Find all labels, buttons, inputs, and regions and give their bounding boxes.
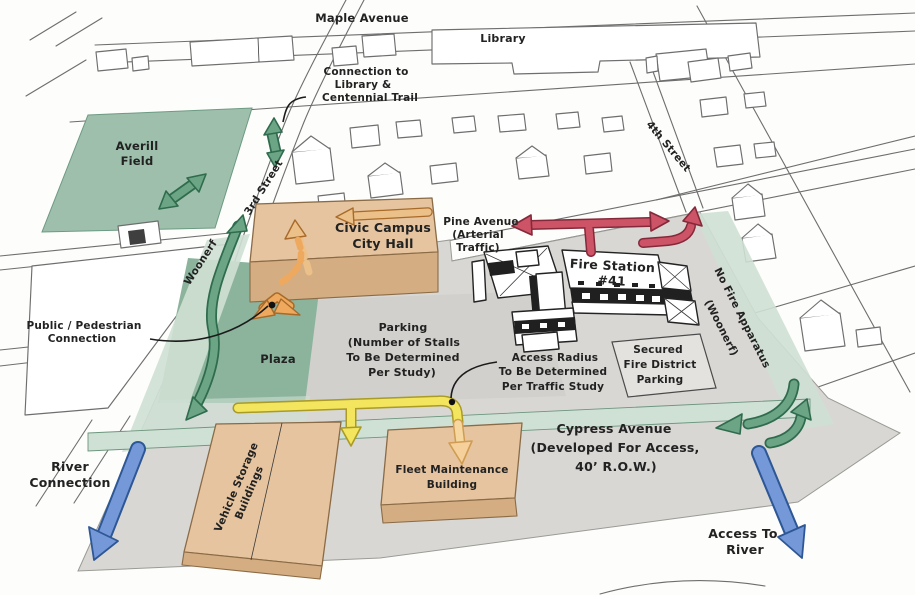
river-connection-arrow [88, 441, 146, 561]
svg-text:Connection: Connection [29, 475, 110, 490]
pedestrian-connection-arrow [251, 292, 301, 320]
svg-text:Per Study): Per Study) [368, 366, 436, 379]
svg-text:Connection: Connection [48, 333, 117, 345]
fire-apparatus-arrows [511, 206, 703, 257]
label-river-connection: River Connection [29, 459, 110, 490]
woonerf-north-turn-arrow [764, 398, 812, 449]
fleet-maintenance-building [380, 422, 523, 524]
svg-text:#41: #41 [597, 272, 626, 288]
parking-lot-area [246, 291, 566, 406]
averill-field-arrow [158, 173, 207, 210]
svg-text:Building: Building [427, 479, 477, 491]
svg-text:Cypress Avenue: Cypress Avenue [556, 421, 671, 436]
label-fire-station: Fire Station #41 [569, 256, 655, 289]
svg-text:Traffic): Traffic) [456, 242, 500, 254]
svg-text:Fire District: Fire District [624, 359, 697, 371]
svg-text:To Be Determined: To Be Determined [346, 351, 459, 364]
svg-text:Parking: Parking [379, 321, 428, 334]
secured-parking-area [611, 333, 717, 398]
svg-text:Civic Campus: Civic Campus [335, 220, 431, 235]
svg-text:Field: Field [121, 154, 154, 168]
svg-text:Parking: Parking [637, 374, 684, 386]
access-river-arrow [751, 445, 806, 559]
label-maple-avenue: Maple Avenue [315, 11, 409, 25]
leader-access-radius [450, 361, 498, 399]
background-buildings [95, 33, 883, 352]
svg-text:River: River [726, 542, 764, 557]
svg-text:Access To: Access To [708, 526, 778, 541]
svg-text:Public / Pedestrian: Public / Pedestrian [26, 320, 141, 332]
leader-pedestrian [149, 305, 269, 342]
leader-dot-access-radius [448, 398, 456, 406]
label-connection-library: Connection to Library & Centennial Trail [322, 66, 418, 104]
woonerf-curved-arrow [185, 214, 248, 421]
svg-text:Access Radius: Access Radius [512, 352, 598, 364]
label-fleet-maintenance: Fleet Maintenance Building [395, 464, 508, 491]
cypress-west-turn-arrow [715, 378, 800, 435]
svg-text:(Developed For Access,: (Developed For Access, [531, 440, 700, 455]
svg-text:Fire Station: Fire Station [569, 256, 655, 275]
svg-text:(Arterial: (Arterial [452, 229, 504, 241]
third-street-arrow [263, 117, 285, 168]
svg-text:River: River [51, 459, 89, 474]
svg-text:Library &: Library & [335, 79, 392, 91]
svg-text:City Hall: City Hall [352, 236, 413, 251]
label-averill-field: Averill Field [116, 139, 159, 168]
svg-text:Pine Avenue: Pine Avenue [443, 216, 519, 228]
label-pine-avenue: Pine Avenue (Arterial Traffic) [443, 216, 519, 254]
label-pedestrian-connection: Public / Pedestrian Connection [26, 320, 141, 345]
large-outline-building [24, 243, 231, 416]
svg-text:To Be Determined: To Be Determined [499, 366, 607, 378]
label-fourth-street: 4th Street [644, 119, 693, 175]
svg-text:Per Traffic Study: Per Traffic Study [502, 381, 604, 393]
label-city-hall: Civic Campus City Hall [335, 220, 431, 251]
label-parking: Parking (Number of Stalls To Be Determin… [346, 321, 460, 379]
city-hall-orange-arrows [278, 207, 433, 286]
svg-text:Averill: Averill [116, 139, 159, 153]
leader-dot-pedestrian [268, 301, 276, 309]
woonerf-east-strip [694, 211, 834, 430]
vehicle-storage-building [181, 421, 342, 580]
svg-text:(Number of Stalls: (Number of Stalls [348, 336, 461, 349]
library-building [431, 22, 761, 75]
label-library: Library [480, 32, 526, 45]
label-plaza: Plaza [260, 352, 296, 366]
leader-connection-library [282, 96, 307, 123]
svg-text:Secured: Secured [633, 344, 683, 356]
label-secured-parking: Secured Fire District Parking [624, 344, 697, 386]
label-access-river: Access To River [708, 526, 778, 557]
svg-text:Fleet Maintenance: Fleet Maintenance [395, 464, 508, 476]
label-cypress-avenue: Cypress Avenue (Developed For Access, 40… [531, 421, 700, 474]
svg-text:Connection to: Connection to [323, 66, 408, 78]
label-access-radius: Access Radius To Be Determined Per Traff… [499, 352, 607, 393]
svg-text:40’ R.O.W.): 40’ R.O.W.) [575, 459, 657, 474]
averill-field-area [41, 107, 253, 233]
fire-station-building [471, 245, 700, 353]
svg-text:Centennial Trail: Centennial Trail [322, 92, 418, 104]
